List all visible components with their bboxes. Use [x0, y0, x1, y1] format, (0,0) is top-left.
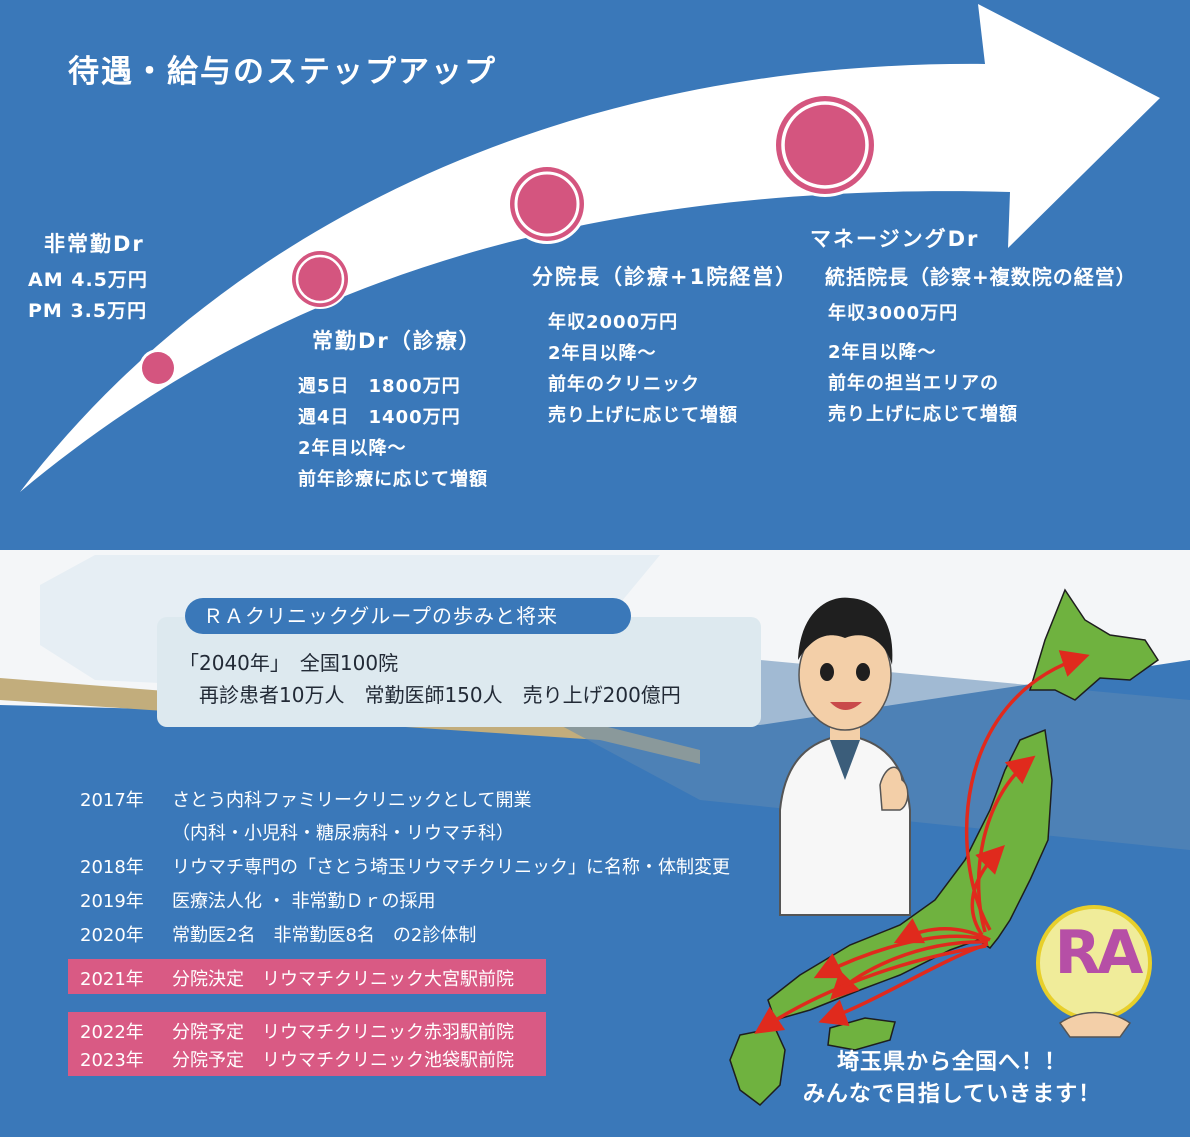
history-year: 2018年 [80, 857, 144, 878]
history-item: 2019年 医療法人化 ・ 非常勤Ｄｒの採用 [80, 887, 435, 913]
history-text: （内科・小児科・糖尿病科・リウマチ科） [172, 823, 514, 844]
history-year: 2023年 [80, 1050, 144, 1071]
stage-2-line: 週5日 1800万円 [298, 376, 461, 397]
history-year: 2017年 [80, 790, 144, 811]
stage-1-details: AM 4.5万円 PM 3.5万円 [28, 265, 148, 327]
history-text: リウマチ専門の「さとう埼玉リウマチクリニック」に名称・体制変更 [172, 857, 730, 878]
history-year: 2022年 [80, 1022, 144, 1043]
stage-4-subtitle: 統括院長（診察+複数院の経営） [825, 265, 1137, 289]
stage-4-line: 売り上げに応じて増額 [828, 404, 1018, 425]
stage-3-details: 年収2000万円 2年目以降～ 前年のクリニック 売り上げに応じて増額 [548, 307, 738, 431]
stage-1-title: 非常勤Dr [44, 232, 145, 256]
stage-3-line: 売り上げに応じて増額 [548, 405, 738, 426]
stage-3-title: 分院長（診療+1院経営） [532, 265, 799, 289]
history-text: さとう内科ファミリークリニックとして開業 [172, 790, 532, 811]
route-lines [754, 650, 1090, 1034]
japan-map [729, 588, 1160, 1106]
stage-3-line: 年収2000万円 [548, 312, 679, 333]
history-item: 2017年 さとう内科ファミリークリニックとして開業 [80, 786, 531, 812]
salary-step-panel: 待遇・給与のステップアップ 非常勤Dr AM 4.5万円 PM 3.5万円 常勤… [0, 0, 1190, 550]
stage-4-title: マネージングDr [810, 227, 980, 251]
caption-line-2: みんなで目指していきます！ [802, 1082, 1102, 1107]
stage-4-line: 2年目以降～ [828, 342, 937, 363]
growth-arrow [20, 4, 1160, 492]
step-node-3 [507, 164, 587, 244]
highlight-2022-2023: 2022年 分院予定 リウマチクリニック赤羽駅前院 2023年 分院予定 リウマチク… [68, 1012, 546, 1076]
highlight-2021: 2021年 分院決定 リウマチクリニック大宮駅前院 [68, 959, 546, 994]
stage-2-line: 2年目以降～ [298, 438, 407, 459]
stage-2-title: 常勤Dr（診療） [312, 329, 482, 353]
stage-4-details: 年収3000万円 2年目以降～ 前年の担当エリアの 売り上げに応じて増額 [828, 298, 1018, 430]
group-history-panel: 「2040年」 全国100院 再診患者10万人 常勤医師150人 売り上げ200… [0, 550, 1190, 1137]
stage-2-line: 週4日 1400万円 [298, 407, 461, 428]
ra-logo-text: RA [1054, 918, 1144, 988]
history-item: （内科・小児科・糖尿病科・リウマチ科） [80, 819, 514, 845]
history-item: 2020年 常勤医2名 非常勤医8名 の2診体制 [80, 921, 476, 947]
history-text: 医療法人化 ・ 非常勤Ｄｒの採用 [172, 891, 436, 912]
stage-4-line: 前年の担当エリアの [828, 373, 999, 394]
stage-3-line: 前年のクリニック [548, 374, 700, 395]
step-node-2 [290, 249, 350, 309]
page-title: 待遇・給与のステップアップ [68, 54, 497, 90]
history-text: 分院予定 リウマチクリニック池袋駅前院 [172, 1050, 514, 1071]
caption-line-1: 埼玉県から全国へ！！ [836, 1050, 1067, 1075]
history-item: 2018年 リウマチ専門の「さとう埼玉リウマチクリニック」に名称・体制変更 [80, 853, 730, 879]
stage-3-line: 2年目以降～ [548, 343, 657, 364]
stage-2-line: 前年診療に応じて増額 [298, 469, 488, 490]
stage-1-line: PM 3.5万円 [28, 300, 148, 322]
stage-4-line: 年収3000万円 [828, 303, 959, 324]
history-text: 分院予定 リウマチクリニック赤羽駅前院 [172, 1022, 514, 1043]
step-node-1 [139, 349, 177, 387]
history-year: 2019年 [80, 891, 144, 912]
stage-2-details: 週5日 1800万円 週4日 1400万円 2年目以降～ 前年診療に応じて増額 [298, 371, 488, 495]
history-text: 常勤医2名 非常勤医8名 の2診体制 [172, 925, 477, 946]
doctor-illustration [779, 597, 911, 916]
future-line-2: 再診患者10万人 常勤医師150人 売り上げ200億円 [199, 683, 681, 707]
history-text: 分院決定 リウマチクリニック大宮駅前院 [172, 969, 514, 990]
future-goals-box: 「2040年」 全国100院 再診患者10万人 常勤医師150人 売り上げ200… [157, 617, 761, 727]
future-line-1: 「2040年」 全国100院 [179, 651, 399, 675]
ra-logo [1036, 905, 1152, 1038]
history-year: 2021年 [80, 969, 144, 990]
step-node-4 [773, 93, 877, 197]
future-heading: ＲＡクリニックグループの歩みと将来 [185, 598, 631, 634]
history-year: 2020年 [80, 925, 144, 946]
stage-1-line: AM 4.5万円 [28, 269, 148, 291]
